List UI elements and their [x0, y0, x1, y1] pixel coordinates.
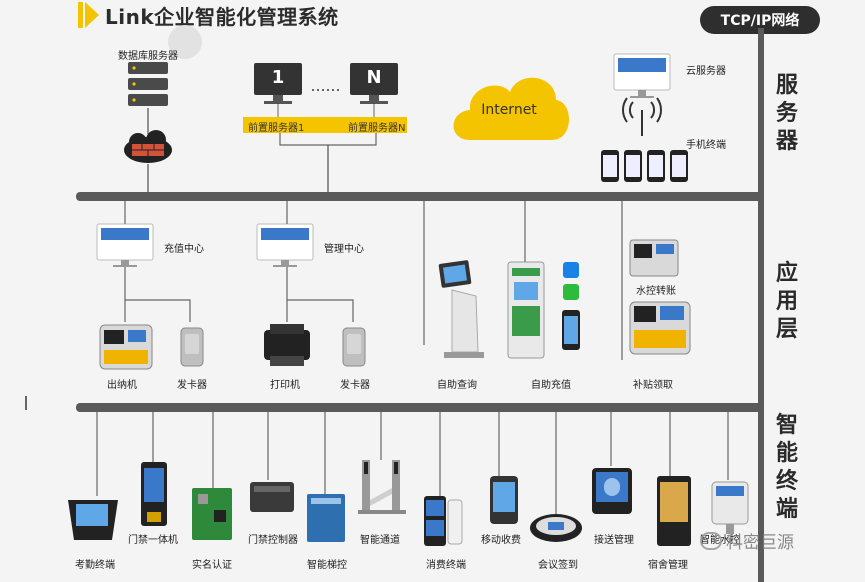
card-issuer-1-icon [180, 327, 204, 367]
meeting-label: 会议签到 [538, 560, 578, 571]
smart-channel-icon [358, 460, 406, 514]
phone-pay-icon [562, 310, 580, 350]
mobile-charge-icon [490, 476, 518, 524]
subsidy-label: 补贴领取 [633, 380, 673, 391]
water-transfer-icon [629, 239, 679, 277]
printer-label: 打印机 [270, 380, 300, 391]
front-server-1-label: 前置服务器1 [248, 123, 305, 134]
access-all-in-one-icon [141, 462, 167, 526]
mobile-charge-label: 移动收费 [481, 535, 521, 546]
recharge-center-icon [96, 223, 154, 267]
consumption-label: 消费终端 [426, 560, 466, 571]
watermark-text: 科密巨源 [726, 533, 794, 553]
server-bus [76, 192, 764, 201]
real-name-board-icon [192, 488, 232, 540]
database-server-label: 数据库服务器 [118, 51, 178, 62]
alipay-icon [563, 262, 579, 278]
subsidy-machine-icon [629, 301, 691, 355]
vertical-backbone [758, 28, 764, 582]
front-server-n-number: N [366, 67, 382, 88]
shuttle-label: 接送管理 [594, 535, 634, 546]
internet-node: Internet [452, 64, 566, 144]
access-controller-icon [250, 482, 294, 512]
front-server-1-icon [254, 63, 302, 104]
dorm-terminal-icon [657, 476, 691, 546]
water-meter-icon [711, 481, 749, 534]
self-query-kiosk-icon [438, 260, 484, 358]
card-issuer-2-label: 发卡器 [340, 380, 370, 391]
shuttle-terminal-icon [592, 468, 632, 514]
front-server-n-icon [350, 63, 398, 104]
front-server-label-band [243, 117, 407, 133]
layer-label-app: 应用层 [775, 261, 798, 342]
attendance-label: 考勤终端 [75, 560, 115, 571]
page-title-bar: Link企业智能化管理系统 [78, 2, 339, 29]
wireless-icon [622, 97, 662, 136]
front-server-1-number: 1 [271, 67, 285, 88]
consumption-terminal-icon [424, 496, 463, 546]
internet-label: Internet [481, 102, 537, 118]
access-all-in-one-label: 门禁一体机 [128, 535, 178, 546]
wechat-icon [563, 284, 579, 300]
meeting-checkin-icon [530, 514, 582, 542]
watermark: 科密巨源 [700, 528, 794, 553]
network-badge: TCP/IP网络 [700, 6, 820, 34]
internet-cloud-icon [453, 77, 570, 140]
cashier-label: 出纳机 [107, 380, 137, 391]
page-title: Link企业智能化管理系统 [105, 4, 339, 29]
edge-mark [25, 396, 27, 410]
self-recharge-kiosk-icon [507, 261, 545, 359]
attendance-terminal-icon [68, 500, 118, 540]
dorm-label: 宿舍管理 [648, 560, 688, 571]
real-name-label: 实名认证 [192, 560, 232, 571]
layer-label-terminal: 智能终端 [775, 413, 798, 522]
terminal-drop-lines [96, 412, 729, 514]
title-accent-arrow [85, 2, 99, 28]
printer-icon [264, 324, 310, 366]
card-issuer-1-label: 发卡器 [177, 380, 207, 391]
wechat-watermark-icon [700, 531, 722, 550]
firewall-icon [124, 130, 172, 163]
self-recharge-label: 自助充值 [531, 380, 571, 391]
terminal-bus [76, 403, 764, 412]
card-issuer-2-icon [342, 327, 366, 367]
mgmt-center-icon [256, 223, 314, 267]
title-accent-bar [78, 2, 83, 28]
mgmt-center-label: 管理中心 [324, 244, 364, 255]
elevator-label: 智能梯控 [307, 560, 347, 571]
water-transfer-label: 水控转账 [636, 286, 676, 297]
cloud-server-icon [613, 53, 671, 98]
cloud-server-label: 云服务器 [686, 66, 726, 77]
self-query-label: 自助查询 [437, 380, 477, 391]
front-server-n-label: 前置服务器N [348, 123, 406, 134]
cashier-machine-icon [99, 324, 153, 370]
database-server-icon [128, 62, 168, 106]
layer-label-server: 服务器 [775, 73, 798, 154]
recharge-center-label: 充值中心 [164, 244, 204, 255]
mobile-terminal-label: 手机终端 [686, 140, 726, 151]
access-controller-label: 门禁控制器 [248, 535, 298, 546]
mobile-phones-icon [601, 150, 688, 182]
decor-circle [168, 25, 202, 59]
elevator-control-icon [307, 494, 345, 542]
channel-label: 智能通道 [360, 535, 400, 546]
